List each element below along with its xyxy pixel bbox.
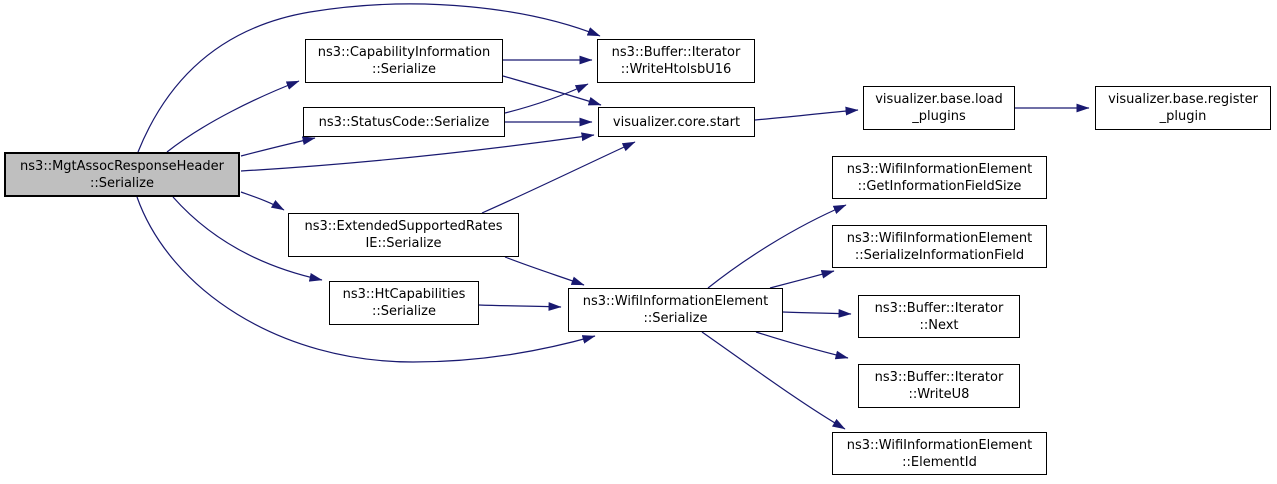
node-ht-capabilities-serialize[interactable]: ns3::HtCapabilities ::Serialize bbox=[329, 281, 479, 325]
node-mgt-assoc-response-header-serialize: ns3::MgtAssocResponseHeader ::Serialize bbox=[4, 152, 240, 197]
node-visualizer-base-register-plugin[interactable]: visualizer.base.register _plugin bbox=[1095, 86, 1271, 130]
edge-mgt-assoc-to-ht-capabilities bbox=[172, 196, 323, 282]
edge-wifi-ie-serialize-to-iterator-next bbox=[782, 309, 852, 318]
edge-mgt-assoc-to-write-htolsb-u16 bbox=[137, 3, 601, 153]
edge-mgt-assoc-to-wifi-ie-serialize bbox=[136, 196, 596, 363]
edge-extended-supported-rates-to-wifi-ie-serialize bbox=[504, 256, 585, 286]
edge-mgt-assoc-to-extended-supported-rates bbox=[240, 191, 285, 211]
edge-mgt-assoc-to-status-code bbox=[240, 136, 316, 157]
node-capability-information-serialize[interactable]: ns3::CapabilityInformation ::Serialize bbox=[305, 39, 503, 83]
edge-wifi-ie-serialize-to-get-information-field-size bbox=[707, 204, 847, 289]
node-buffer-iterator-write-htolsb-u16[interactable]: ns3::Buffer::Iterator ::WriteHtolsbU16 bbox=[597, 39, 755, 83]
node-wifi-information-element-element-id[interactable]: ns3::WifiInformationElement ::ElementId bbox=[832, 432, 1047, 475]
node-status-code-serialize[interactable]: ns3::StatusCode::Serialize bbox=[303, 107, 505, 137]
node-visualizer-core-start[interactable]: visualizer.core.start bbox=[598, 107, 755, 137]
node-visualizer-base-load-plugins[interactable]: visualizer.base.load _plugins bbox=[863, 86, 1015, 130]
node-buffer-iterator-write-u8[interactable]: ns3::Buffer::Iterator ::WriteU8 bbox=[858, 364, 1020, 408]
edge-capability-information-to-core-start bbox=[502, 75, 602, 106]
edge-mgt-assoc-to-capability-information bbox=[166, 80, 300, 153]
node-extended-supported-rates-ie-serialize[interactable]: ns3::ExtendedSupportedRates IE::Serializ… bbox=[288, 213, 519, 257]
edge-status-code-to-write-htolsb-u16 bbox=[504, 83, 589, 114]
node-buffer-iterator-next[interactable]: ns3::Buffer::Iterator ::Next bbox=[858, 295, 1020, 338]
edge-wifi-ie-serialize-to-serialize-information-field bbox=[769, 270, 835, 289]
node-wifi-information-element-serialize-information-field[interactable]: ns3::WifiInformationElement ::SerializeI… bbox=[832, 225, 1047, 268]
edge-wifi-ie-serialize-to-write-u8 bbox=[755, 331, 849, 360]
edge-ht-capabilities-to-wifi-ie-serialize bbox=[478, 302, 562, 311]
node-wifi-information-element-serialize[interactable]: ns3::WifiInformationElement ::Serialize bbox=[568, 288, 783, 332]
node-wifi-information-element-get-information-field-size[interactable]: ns3::WifiInformationElement ::GetInforma… bbox=[832, 156, 1047, 199]
edge-extended-supported-rates-to-core-start bbox=[481, 141, 636, 214]
edge-mgt-assoc-to-core-start bbox=[240, 132, 595, 172]
edge-core-start-to-load-plugins bbox=[754, 106, 859, 121]
edge-wifi-ie-serialize-to-element-id bbox=[701, 331, 846, 430]
